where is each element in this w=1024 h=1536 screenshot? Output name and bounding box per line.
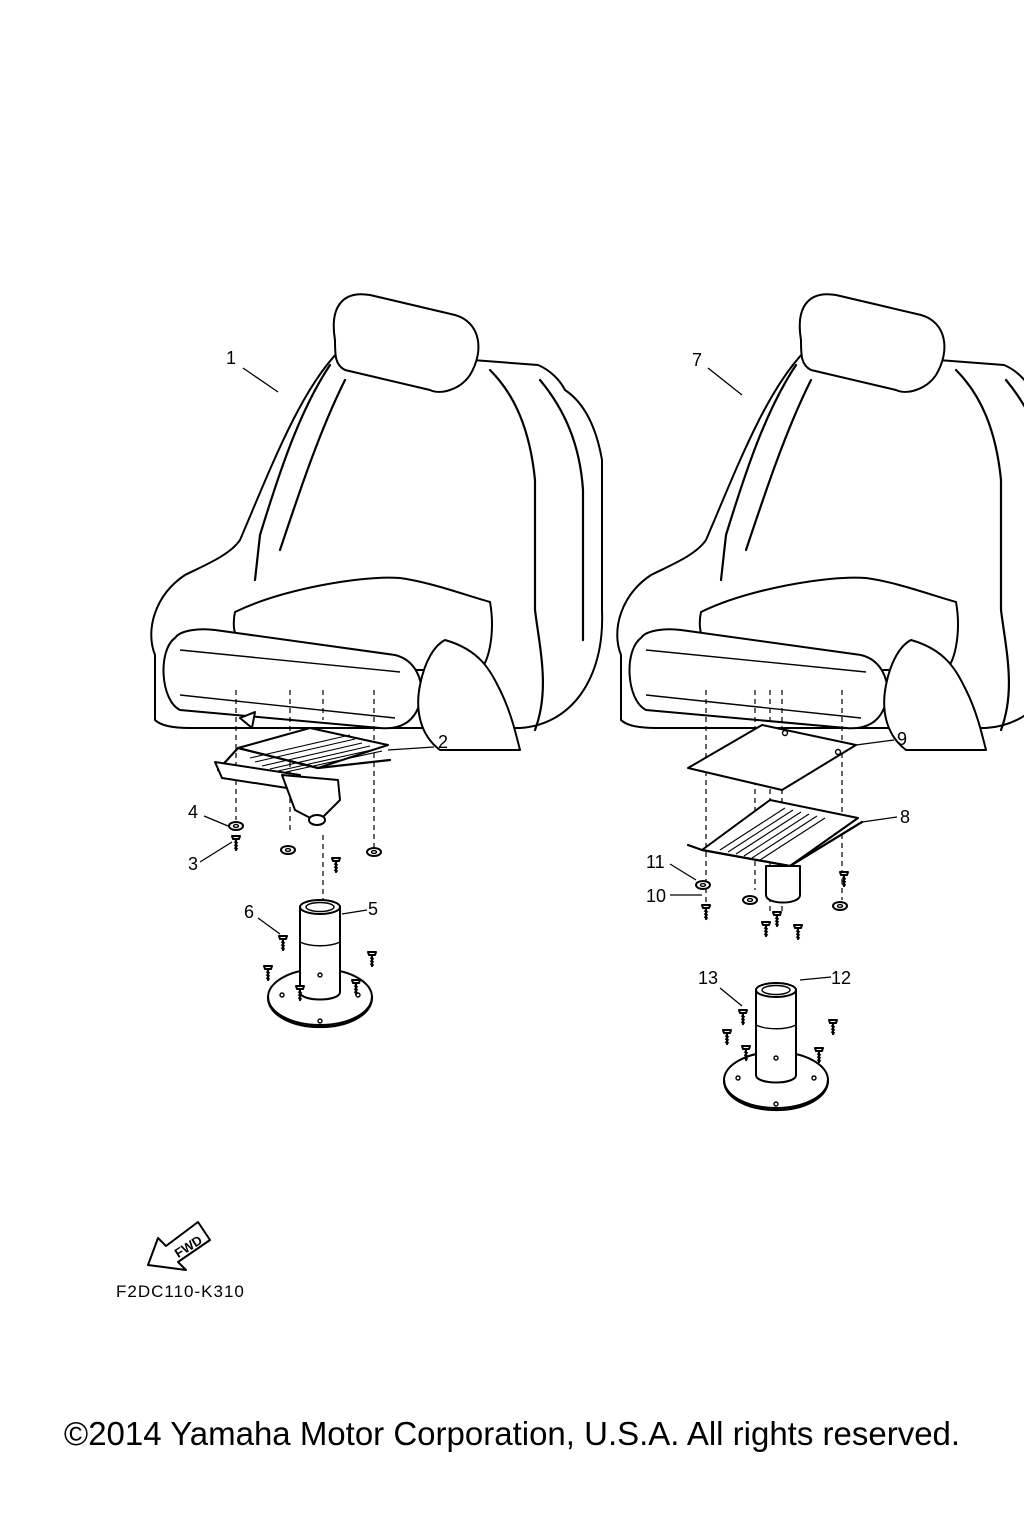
callout-13: 13 (698, 968, 718, 988)
screw-13c (721, 1028, 733, 1046)
callout-5: 5 (368, 899, 378, 919)
bolt-10c (760, 920, 772, 938)
washer-4 (228, 821, 244, 831)
diagram-code: F2DC110-K310 (116, 1282, 245, 1301)
bolt-10b (771, 910, 783, 928)
callout-2: 2 (438, 732, 448, 752)
pedestal-5 (266, 898, 374, 1029)
screw-13d (813, 1046, 825, 1064)
callout-8: 8 (900, 807, 910, 827)
bolt-10e (838, 870, 850, 888)
washer-11b (742, 895, 758, 905)
callout-11: 11 (646, 852, 665, 872)
copyright-notice: ©2014 Yamaha Motor Corporation, U.S.A. A… (63, 1415, 961, 1452)
screw-6b (366, 950, 378, 968)
callout-10: 10 (646, 886, 666, 906)
washer-11c (832, 901, 848, 911)
forward-direction-arrow: FWD (147, 1221, 211, 1271)
washer-4c (366, 847, 382, 857)
washer-4b (280, 845, 296, 855)
screw-13 (737, 1008, 749, 1026)
bolt-10d (792, 923, 804, 941)
screw-6 (277, 934, 289, 952)
callout-9: 9 (897, 729, 907, 749)
washer-11 (695, 880, 711, 890)
pedestal-12 (722, 981, 830, 1112)
seat-assembly-right (616, 293, 1024, 1112)
seat-assembly-left (150, 293, 604, 1029)
callout-6: 6 (244, 902, 254, 922)
pad-9 (687, 724, 857, 791)
bolt-3b (330, 856, 342, 874)
swivel-plate-8 (686, 799, 864, 904)
bolt-3 (230, 834, 242, 852)
callout-1: 1 (226, 348, 236, 368)
callout-labels: 1 2 3 4 5 6 7 8 9 10 11 12 13 (188, 348, 910, 988)
callout-4: 4 (188, 802, 198, 822)
screw-6c (262, 964, 274, 982)
callout-3: 3 (188, 854, 198, 874)
bolt-10 (700, 903, 712, 921)
leader-lines (199, 367, 898, 1007)
swivel-bracket-2 (214, 711, 392, 826)
screw-13b (827, 1018, 839, 1036)
seat-7 (616, 293, 1024, 752)
seat-1 (150, 293, 604, 752)
callout-7: 7 (692, 350, 702, 370)
callout-12: 12 (831, 968, 851, 988)
